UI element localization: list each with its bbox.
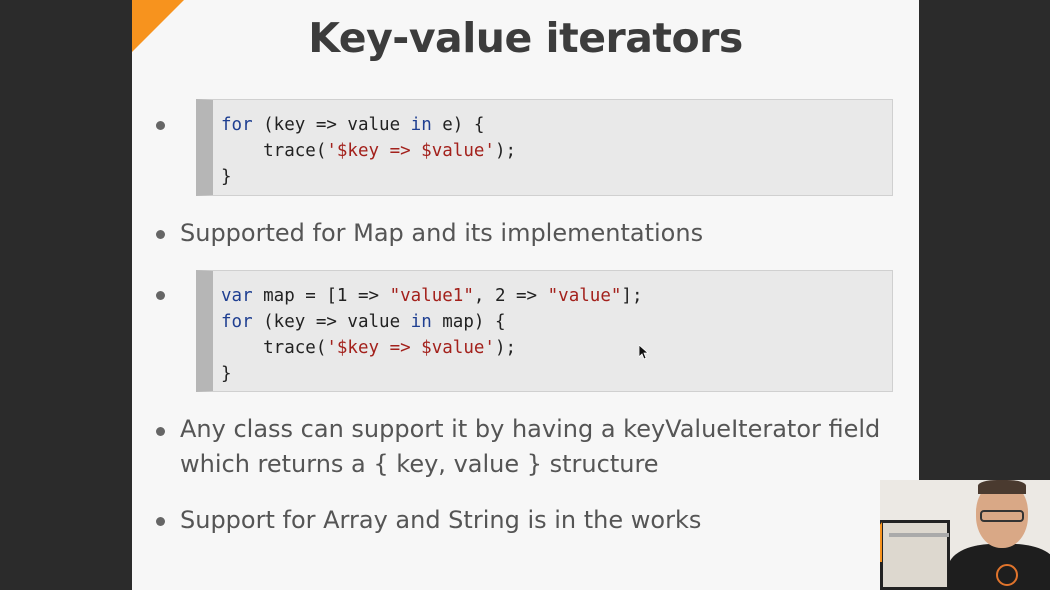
corner-accent [132,0,184,52]
code-block-2: var map = [1 => "value1", 2 => "value"];… [196,270,893,392]
bullet-dot [156,291,165,300]
code-string: '$key => $value' [326,338,495,358]
bullet-dot [156,230,165,239]
code-line: } [221,164,892,190]
code-line: var map = [1 => "value1", 2 => "value"]; [221,283,892,309]
bullet-text-line: Any class can support it by having a key… [180,415,881,443]
code-line: } [221,361,892,387]
code-keyword: var [221,286,253,306]
bullet-text-line: which returns a { key, value } structure [180,450,659,478]
bullet-text: Support for Array and String is in the w… [180,506,702,534]
code-text: ]; [621,286,643,306]
code-keyword: for [221,312,253,332]
webcam-overlay [880,480,1050,590]
code-keyword: in [410,115,432,135]
webcam-background-monitor [880,520,950,590]
slide-title: Key-value iterators [308,14,743,62]
code-string: "value" [547,286,622,306]
code-string: "value1" [389,286,474,306]
code-text: , 2 => [473,286,548,306]
code-text: (key => value [252,115,411,135]
webcam-orange-shape [880,522,882,562]
code-line: for (key => value in map) { [221,309,892,335]
code-text: map = [1 => [252,286,390,306]
code-line: trace('$key => $value'); [221,138,892,164]
code-text: (key => value [252,312,411,332]
bullet-dot [156,121,165,130]
presentation-slide: Key-value iterators for (key => value in… [132,0,919,590]
code-text: ); [494,141,517,161]
code-text: ); [494,338,517,358]
code-string: '$key => $value' [326,141,495,161]
bullet-dot [156,427,165,436]
code-line: trace('$key => $value'); [221,335,892,361]
code-keyword: for [221,115,253,135]
code-line: for (key => value in e) { [221,112,892,138]
code-text: trace( [221,141,327,161]
bullet-text: Any class can support it by having a key… [180,412,900,482]
code-text: } [221,167,232,187]
code-text: e) { [431,115,485,135]
glasses-icon [980,510,1024,522]
bullet-text: Supported for Map and its implementation… [180,219,704,247]
shirt-logo-icon [996,564,1018,586]
code-text: map) { [431,312,506,332]
code-keyword: in [410,312,432,332]
code-text: } [221,364,232,384]
code-block-1: for (key => value in e) { trace('$key =>… [196,99,893,196]
bullet-dot [156,517,165,526]
code-text: trace( [221,338,327,358]
webcam-presenter-hair [978,480,1026,494]
